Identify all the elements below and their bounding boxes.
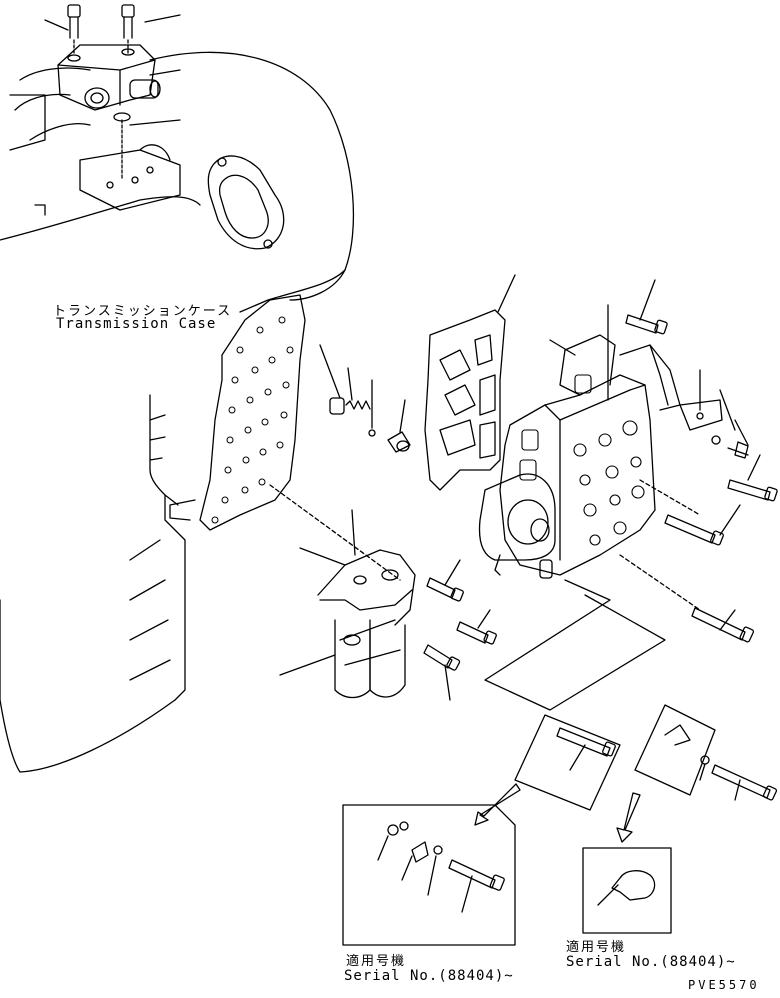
- transmission-case: [0, 51, 355, 773]
- detail-markers: [474, 704, 778, 843]
- right-serial-label: Serial No.(88404)~: [566, 954, 736, 970]
- separator-plate: [199, 294, 306, 531]
- check-valve-parts: [319, 344, 411, 453]
- modulating-valve: [279, 509, 497, 701]
- inset-box-left: [342, 804, 516, 946]
- case-label-en: Transmission Case: [56, 316, 217, 332]
- drawing-code: PVE5570: [688, 978, 760, 992]
- right-applicable-jp: 適用号機: [566, 940, 627, 955]
- top-left-valve-assembly: [44, 4, 181, 211]
- case-label-jp: トランスミッションケース: [53, 304, 233, 319]
- left-serial-label: Serial No.(88404)~: [344, 968, 514, 984]
- transmission-control-valve: [478, 334, 723, 579]
- valve-gasket: [424, 274, 516, 491]
- inset-box-right: [582, 847, 672, 934]
- routing-lines: [484, 579, 666, 711]
- left-applicable-jp: 適用号機: [346, 954, 407, 969]
- valve-body-bolts: [269, 279, 778, 643]
